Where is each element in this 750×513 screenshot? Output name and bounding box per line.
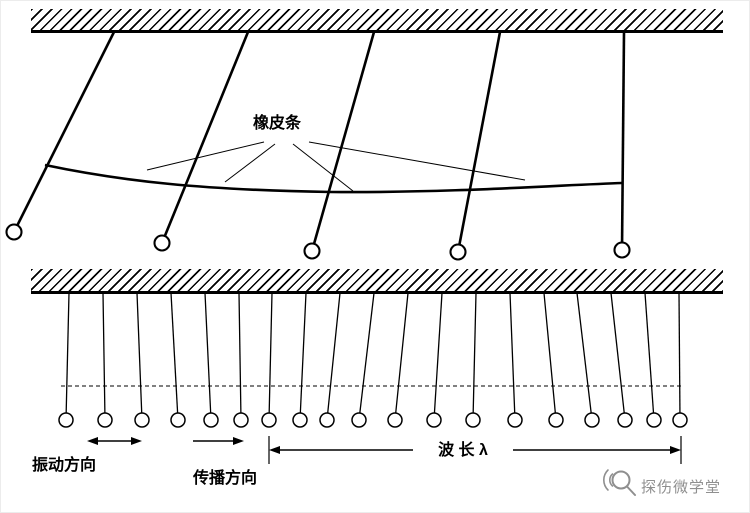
bottom-pendulum-bob [387,412,403,428]
bottom-pendulum-string [678,292,681,421]
bottom-pendulum-bob [548,412,564,428]
top-pendulum-bob [153,234,171,252]
top-pendulum-string [456,31,502,253]
vibration-arrow-head-left [87,437,98,445]
top-pendulum-string [160,31,250,244]
bottom-pendulum-string [509,292,516,421]
bottom-pendulum-bob [134,412,150,428]
bottom-pendulum-bob [261,412,277,428]
bottom-pendulum-string [433,292,443,421]
propagation-direction-label: 传播方向 [193,470,258,487]
rubber-cord [44,163,623,194]
rubber-cord-leader-line [224,143,276,183]
bottom-pendulum-bob [507,412,523,428]
bottom-pendulum-string [644,292,655,421]
bottom-pendulum-string [299,292,307,421]
bottom-support-bar [31,269,723,294]
bottom-pendulum-string [136,292,143,421]
bottom-pendulum-bob [646,412,662,428]
signal-arc-outer-icon [603,469,609,491]
bottom-pendulum-bob [465,412,481,428]
top-pendulum-string [620,31,626,251]
bottom-pendulum-string [204,292,212,421]
top-support-bar [31,9,723,33]
bottom-pendulum-bob [617,412,633,428]
bottom-pendulum-string [358,292,375,421]
magnifier-lens-icon [611,470,631,490]
bottom-pendulum-bob [97,412,113,428]
top-pendulum-string [12,31,116,233]
bottom-pendulum-bob [584,412,600,428]
vibration-direction-label: 振动方向 [32,457,97,474]
bottom-pendulum-bob [292,412,308,428]
bottom-pendulum-bob [426,412,442,428]
bottom-pendulum-bob [319,412,335,428]
bottom-pendulum-string [543,292,557,421]
bottom-pendulum-string [102,292,106,421]
wavelength-label: 波 长 λ [413,441,513,461]
rubber-cord-label: 橡皮条 [253,115,302,132]
wavelength-arrow-head-right [670,446,681,454]
top-pendulum-bob [449,243,467,261]
top-pendulum-bob [303,242,321,260]
bottom-pendulum-bob [58,412,74,428]
signal-arc-inner-icon [608,473,614,487]
magnifier-handle-icon [626,485,636,496]
bottom-pendulum-string [610,292,626,421]
bottom-pendulum-bob [170,412,186,428]
top-pendulum-bob [613,241,631,259]
vibration-arrow-head-right [131,437,142,445]
bottom-pendulum-string [326,292,341,421]
bottom-pendulum-string [170,292,179,421]
rubber-cord-leader-line [292,143,354,192]
bottom-pendulum-string [65,292,70,421]
bottom-pendulum-bob [672,412,688,428]
top-pendulum-string [310,31,376,252]
propagation-arrow-head [233,437,244,445]
bottom-pendulum-string [268,292,273,421]
watermark-text: 探伤微学堂 [641,479,722,496]
bottom-pendulum-bob [203,412,219,428]
bottom-pendulum-string [576,292,593,421]
wavelength-arrow-head-left [269,446,280,454]
bottom-pendulum-string [238,292,242,421]
bottom-pendulum-string [394,292,409,421]
bottom-pendulum-bob [351,412,367,428]
bottom-pendulum-bob [233,412,249,428]
top-pendulum-bob [5,223,23,241]
rubber-cord-leader-line [146,141,265,171]
watermark-logo-icon [603,469,636,496]
rubber-cord-leader-line [308,141,526,181]
bottom-pendulum-string [472,292,477,421]
